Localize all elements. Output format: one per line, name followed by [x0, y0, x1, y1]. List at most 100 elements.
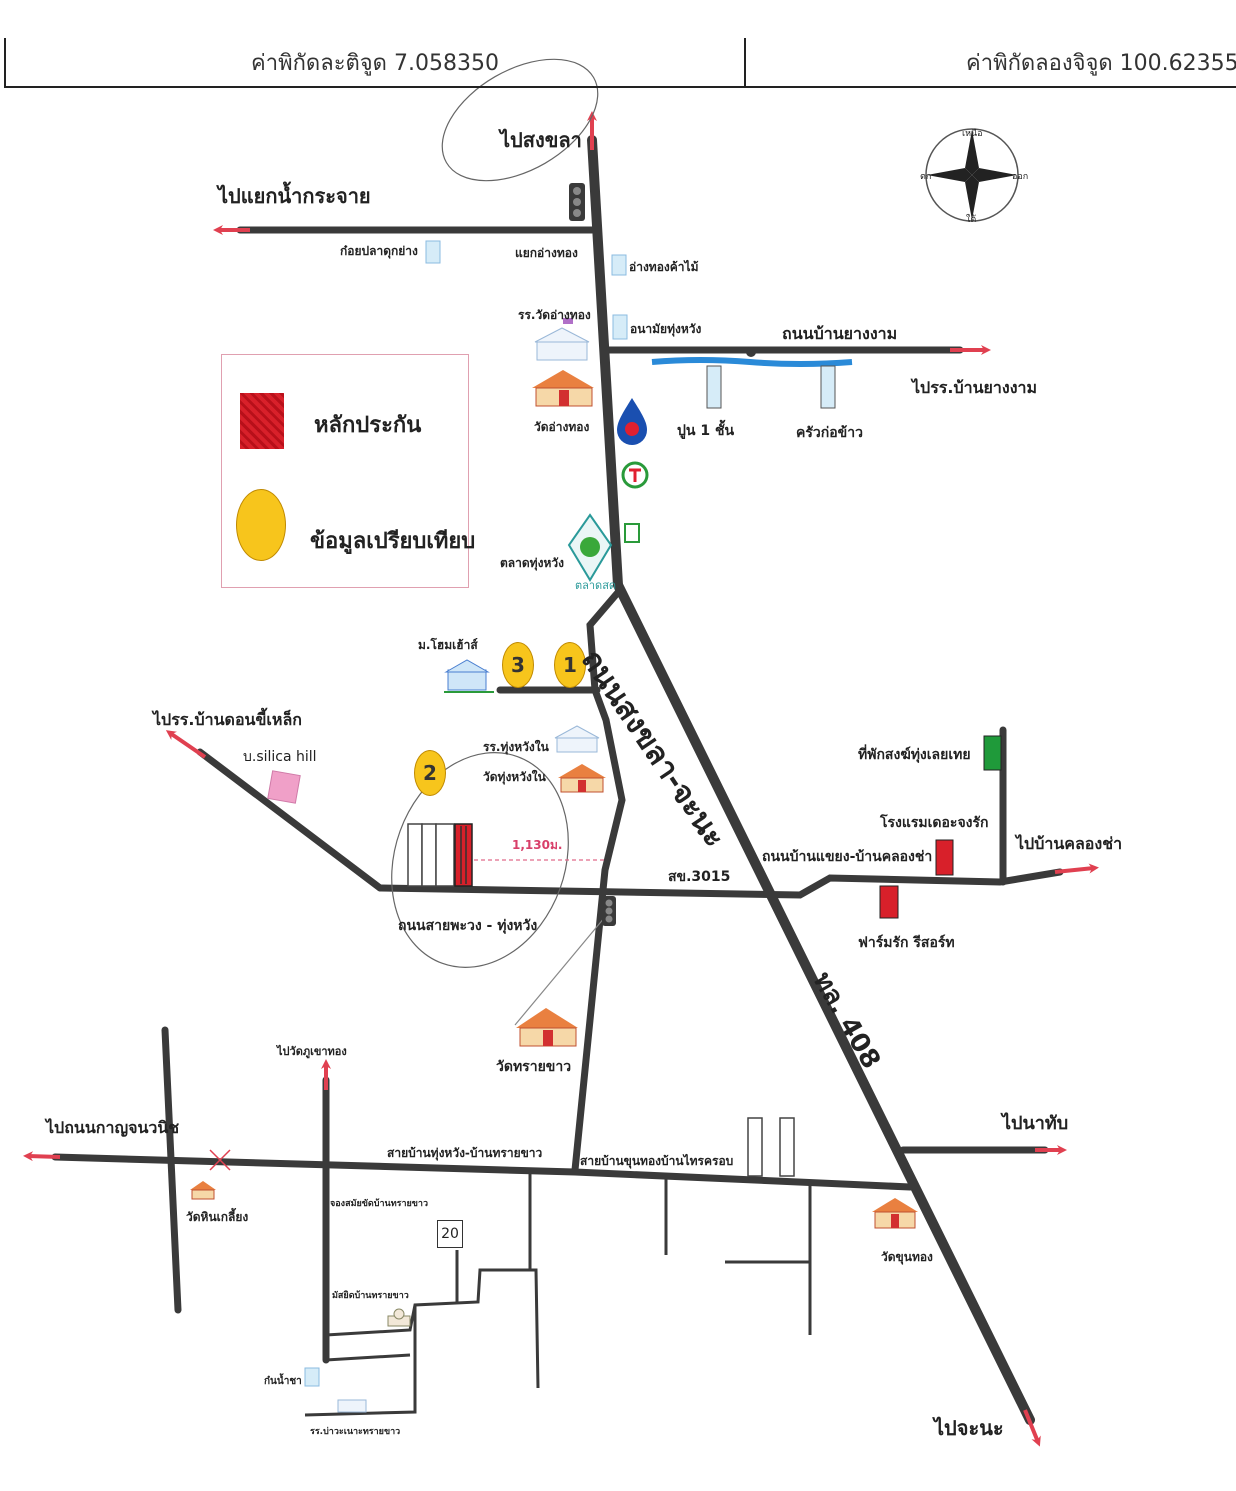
label-yaek-ang-thong: แยกอ่างทอง	[515, 246, 578, 260]
road-label-thung-wang-sai-khao: สายบ้านทุ่งหวัง-บ้านทรายขาว	[387, 1146, 543, 1160]
thi-phak-song-marker	[983, 735, 1002, 771]
pun-1-chan-marker	[706, 365, 722, 409]
arrow-to-don-khi-lek	[165, 730, 207, 759]
label-to-na-thap: ไปนาทับ	[1002, 1113, 1069, 1134]
label-to-chana: ไปจะนะ	[934, 1416, 1004, 1440]
wat-thung-wang-nai-icon	[558, 764, 606, 793]
label-distance: 1,130ม.	[512, 838, 563, 852]
compass-rose-icon	[925, 128, 1019, 222]
traffic-light-icon-2	[602, 896, 616, 926]
label-wat-hin-kliang: วัดหินเกลี้ยง	[186, 1210, 249, 1224]
property-plots	[407, 823, 455, 887]
longitude-text: ค่าพิกัดลองจิจูด 100.62355	[966, 50, 1236, 76]
compass-north: เหนือ	[962, 129, 983, 139]
legend-collateral-label: หลักประกัน	[314, 413, 422, 438]
label-to-yang-ngam: ไปรร.บ้านยางงาม	[912, 378, 1038, 397]
label-silica-hill: บ.silica hill	[243, 749, 317, 765]
comparison-marker-3: 3	[502, 642, 534, 688]
annotation-loop	[441, 58, 599, 182]
silica-hill-marker	[267, 770, 301, 804]
school-thung-wang-nai-icon	[554, 725, 600, 753]
legend-collateral-swatch	[240, 393, 284, 449]
plots-sai-khao	[747, 1117, 795, 1177]
hotel-marker	[935, 839, 954, 876]
label-to-khlong-cha: ไปบ้านคลองช่า	[1016, 834, 1123, 853]
wat-sai-khao-icon	[516, 1008, 578, 1047]
latitude-box: ค่าพิกัดละติจูด 7.058350	[4, 38, 746, 88]
compass-east: ออก	[1012, 172, 1029, 182]
label-wat-khun-thong: วัดขุนทอง	[881, 1250, 933, 1264]
arrow-to-chana	[1023, 1409, 1041, 1447]
collateral-plot	[454, 823, 473, 887]
traffic-light-icon	[569, 183, 585, 221]
mosque-icon	[387, 1308, 411, 1327]
label-m-home: ม.โฮมเฮ้าส์	[418, 638, 478, 652]
label-to-phu-khao-thong: ไปวัดภูเขาทอง	[277, 1045, 347, 1058]
label-pun-1-chan: ปูน 1 ชั้น	[677, 423, 735, 439]
anamai-icon	[612, 314, 628, 340]
label-school-thung-wang-nai: รร.ทุ่งหวังใน	[483, 740, 549, 754]
main-roads	[587, 135, 1035, 1425]
label-to-nam-krachai: ไปแยกน้ำกระจาย	[218, 184, 371, 208]
label-talat-thung-wang: ตลาดทุ่งหวัง	[500, 556, 564, 570]
pt-station-icon	[621, 461, 649, 489]
wat-khun-thong-icon	[872, 1198, 918, 1229]
road-sk-3015	[376, 868, 1064, 899]
road-west-vertical	[161, 1026, 182, 1314]
latitude-text: ค่าพิกัดละติจูด 7.058350	[251, 50, 499, 76]
road-label-sk-3015: สข.3015	[668, 869, 731, 885]
label-wat-sai-khao: วัดทรายขาว	[496, 1059, 572, 1075]
wat-ang-thong-icon	[532, 370, 594, 407]
direction-arrows	[23, 111, 1099, 1447]
seven-eleven-icon	[624, 523, 640, 543]
wat-hin-kliang-icon	[190, 1149, 231, 1200]
road-label-sai-phawong: ถนนสายพะวง - ทุ่งหวัง	[398, 918, 538, 934]
label-kon-cha: ก๋นน้ำชา	[264, 1376, 302, 1387]
label-wat-thung-wang-nai: วัดทุ่งหวังใน	[483, 770, 546, 784]
kuay-pla-duk-icon	[425, 240, 441, 264]
road-songkhla-segment	[587, 135, 623, 590]
road-label-khun-thong-trok: สายบ้านขุนทองบ้านไทรครอบ	[580, 1154, 734, 1168]
route-20-sign: 20	[437, 1220, 463, 1248]
annotation-loop-2	[391, 752, 569, 968]
compass-south: ใต้	[966, 215, 977, 225]
label-to-don-khi-lek: ไปรร.บ้านดอนขี้เหล็ก	[153, 710, 302, 729]
arrow-to-kanchanawanit	[23, 1151, 61, 1162]
school-wat-ang-thong-icon	[534, 318, 590, 361]
label-ang-thong-kha-mai: อ่างทองค้าไม้	[629, 260, 699, 274]
local-roads	[304, 1172, 812, 1417]
label-cemetery: จองสมัยขัดบ้านทรายขาว	[330, 1199, 429, 1209]
canal	[651, 357, 853, 367]
label-anamai: อนามัยทุ่งหวัง	[630, 322, 702, 336]
compass-west: ตก	[920, 172, 932, 182]
bridge-point	[746, 347, 756, 357]
longitude-box: ค่าพิกัดลองจิจูด 100.62355	[744, 38, 1236, 88]
farm-resort-marker	[879, 885, 899, 919]
label-wat-ang-thong: วัดอ่างทอง	[534, 420, 590, 434]
gas-station-icon	[617, 398, 647, 445]
label-school-pa-nao: รร.บ่าวะเนาะทรายขาว	[310, 1427, 401, 1437]
label-farm-resort: ฟาร์มรัก รีสอร์ท	[858, 935, 955, 951]
legend-comparison-label: ข้อมูลเปรียบเทียบ	[310, 529, 476, 554]
road-songkhla-chana	[613, 580, 1035, 1425]
road-to-don-khi-lek	[196, 748, 384, 892]
kon-cha-icon	[304, 1367, 320, 1387]
label-thi-phak-song: ที่พักสงฆ์ทุ่งเลยเทย	[858, 747, 971, 763]
label-hotel: โรงแรมเดอะจงรัก	[880, 815, 989, 831]
label-khrua-kon-khao: ครัวก่อข้าว	[796, 425, 863, 441]
road-label-ban-yang-ngam: ถนนบ้านยางงาม	[782, 324, 898, 343]
talat-thung-wang-icon	[567, 513, 613, 582]
label-school-wat-ang-thong: รร.วัดอ่างทอง	[518, 308, 591, 322]
label-to-kanchanawanit: ไปถนนกาญจนวนิช	[46, 1118, 180, 1137]
label-kuay-pla-duk: ก๋อยปลาดุกย่าง	[340, 244, 418, 258]
comparison-marker-2: 2	[414, 750, 446, 796]
road-sai-khao	[51, 1153, 914, 1191]
khrua-kon-khao-marker	[820, 365, 836, 409]
arrow-to-khlong-cha	[1054, 863, 1099, 874]
label-mosque: มัสยิดบ้านทรายขาว	[332, 1291, 409, 1301]
m-home-icon	[444, 659, 494, 693]
road-thung-wang-inner	[571, 586, 626, 1174]
label-talat-logo: ตลาดสด	[575, 579, 617, 592]
secondary-roads	[51, 226, 1064, 1364]
